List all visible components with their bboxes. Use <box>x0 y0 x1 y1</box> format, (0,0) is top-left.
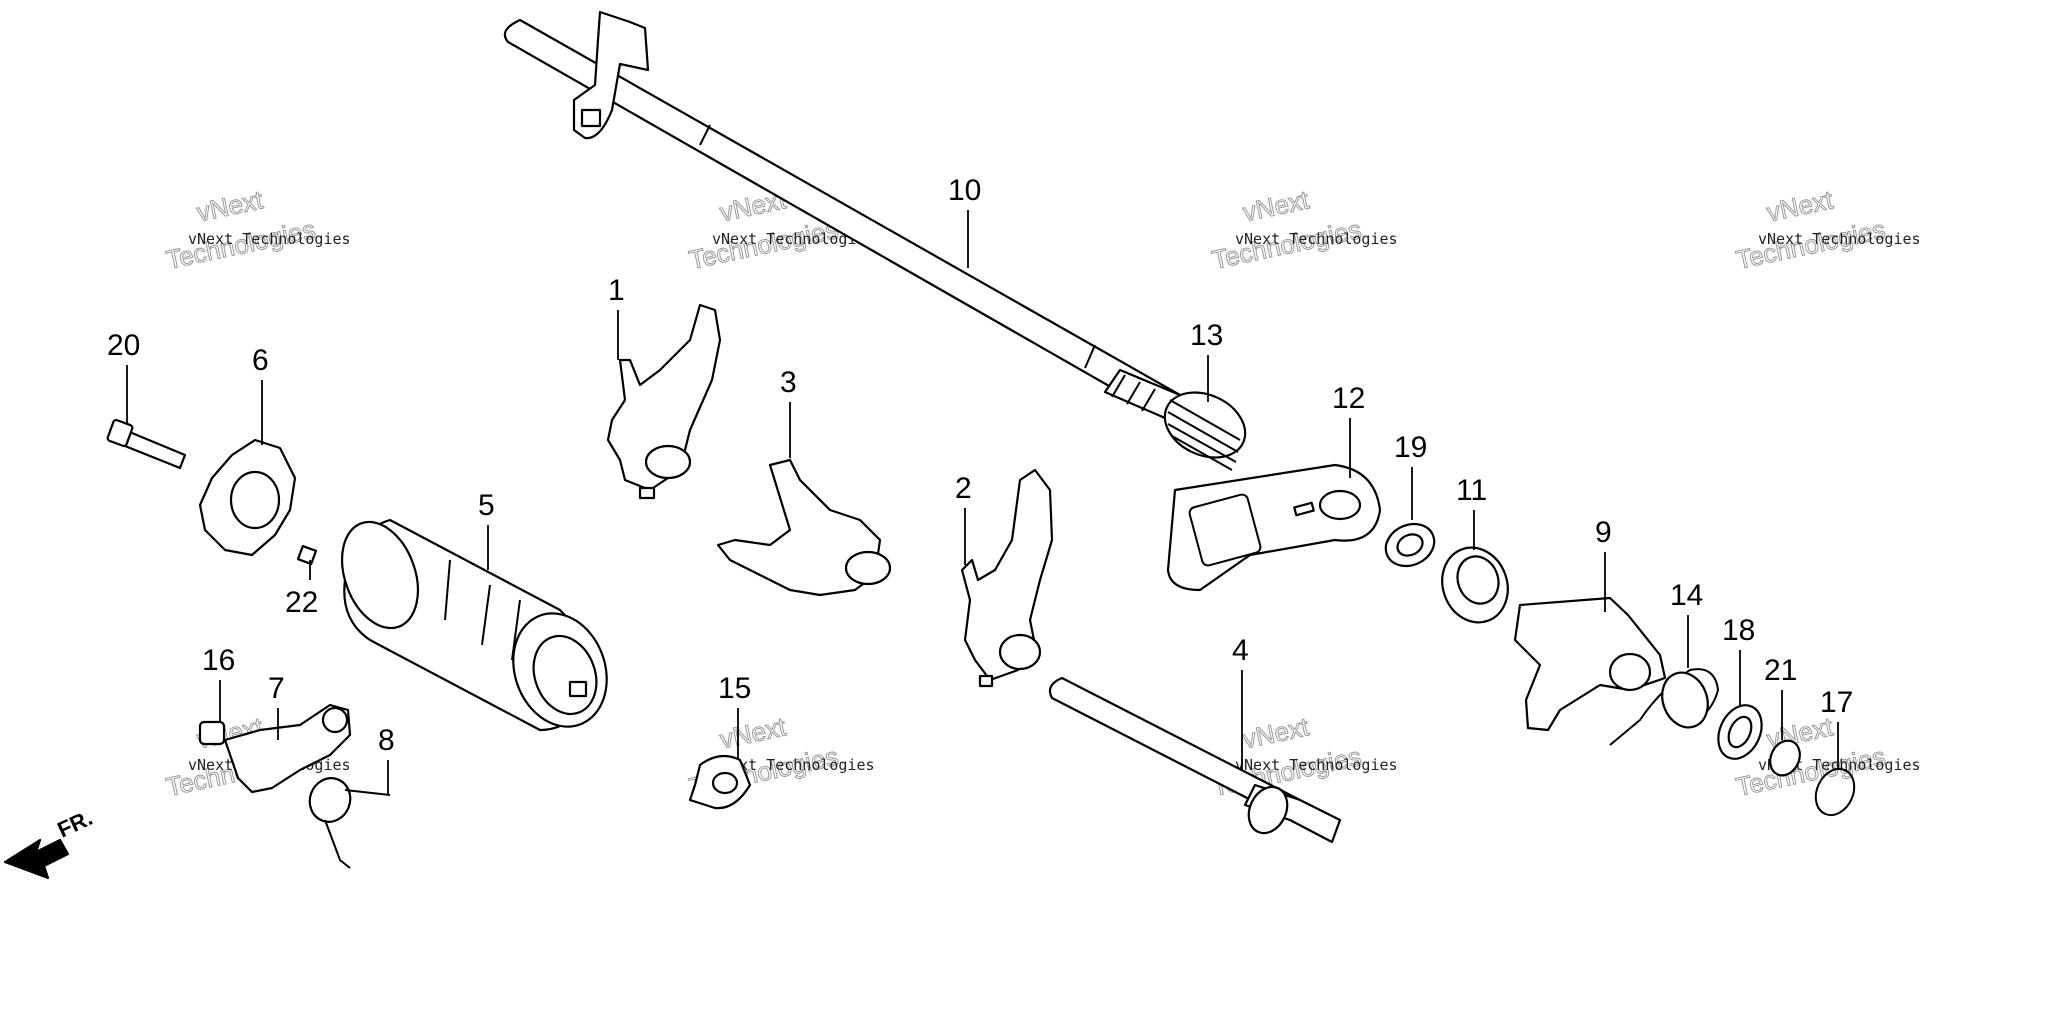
callout-22: 22 <box>285 586 318 619</box>
callout-19: 19 <box>1394 431 1427 464</box>
watermark-company: vNext Technologies <box>1235 756 1398 774</box>
watermark-vnext: vNext <box>717 711 789 754</box>
callout-labels: 10 1 3 2 5 13 12 19 11 9 4 14 18 21 17 2… <box>107 174 1853 757</box>
callout-14: 14 <box>1670 579 1703 612</box>
callout-10: 10 <box>948 174 981 207</box>
part-10-shift-fork-shaft <box>503 10 1182 420</box>
callout-5: 5 <box>478 489 495 522</box>
part-15-washer <box>688 754 752 810</box>
watermark-company: vNext Technologies <box>1758 230 1921 248</box>
part-13-spring <box>1163 391 1247 471</box>
part-14-spring <box>1609 668 1720 746</box>
callout-9: 9 <box>1595 516 1612 549</box>
watermark-1: vNext Technologies <box>163 184 319 276</box>
part-22-pin <box>296 544 318 566</box>
part-18-washer <box>1717 704 1763 760</box>
part-9-shift-arm <box>1513 596 1667 732</box>
callout-20: 20 <box>107 329 140 362</box>
callout-18: 18 <box>1722 614 1755 647</box>
callout-13: 13 <box>1190 319 1223 352</box>
part-19-washer <box>1384 522 1436 568</box>
watermark-4: vNext Technologies <box>1733 184 1889 276</box>
callout-8: 8 <box>378 724 395 757</box>
part-20-bolt <box>106 418 187 470</box>
callout-1: 1 <box>608 274 625 307</box>
callout-4: 4 <box>1232 634 1249 667</box>
callout-6: 6 <box>252 344 269 377</box>
part-5-shift-drum <box>341 518 608 732</box>
watermark-company: vNext Technologies <box>712 756 875 774</box>
callout-7: 7 <box>268 672 285 705</box>
part-8-spring <box>308 777 391 869</box>
callout-11: 11 <box>1456 474 1487 507</box>
watermark-vnext: vNext <box>1240 711 1312 754</box>
fr-label: FR. <box>54 805 97 843</box>
callout-12: 12 <box>1332 382 1365 415</box>
callout-17: 17 <box>1820 686 1853 719</box>
part-11-collar <box>1441 546 1509 624</box>
callout-21: 21 <box>1764 654 1797 687</box>
part-3-shift-fork <box>716 458 892 597</box>
part-1-shift-fork <box>606 303 722 500</box>
part-17-ring <box>1814 767 1856 817</box>
front-direction-arrow: FR. <box>3 805 97 880</box>
part-4-drum-shaft <box>1048 676 1342 844</box>
watermark-vnext: vNext <box>194 184 266 227</box>
callout-3: 3 <box>780 366 797 399</box>
watermark-vnext: vNext <box>1764 184 1836 227</box>
watermark-vnext: vNext <box>1240 184 1312 227</box>
watermark-company: vNext Technologies <box>712 230 875 248</box>
part-12-plate <box>1166 463 1382 592</box>
part-6-star-plate <box>198 438 297 557</box>
callout-15: 15 <box>718 672 751 705</box>
watermark-company: vNext Technologies <box>1235 230 1398 248</box>
part-16-bolt <box>198 720 226 746</box>
callout-16: 16 <box>202 644 235 677</box>
leader-lines <box>126 210 1839 795</box>
watermark-3: vNext Technologies <box>1209 184 1365 276</box>
callout-2: 2 <box>955 472 972 505</box>
part-7-stopper-arm <box>223 703 352 794</box>
part-2-shift-fork <box>960 468 1054 688</box>
watermark-company: vNext Technologies <box>188 230 351 248</box>
part-21-circlip <box>1769 739 1801 777</box>
